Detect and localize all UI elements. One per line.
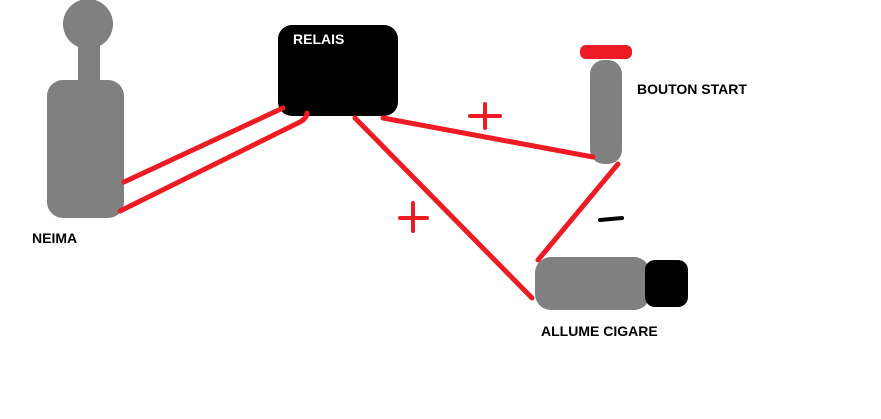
wire-bouton-allume-negative <box>535 161 621 263</box>
neima-body <box>47 80 124 218</box>
bouton-start-cap <box>580 45 632 59</box>
neima-component <box>47 0 124 218</box>
plus-mark-relais-bouton <box>468 102 502 130</box>
wire-relais-bouton-positive <box>380 115 596 160</box>
wires <box>117 105 621 301</box>
neima-label: NEIMA <box>32 230 78 246</box>
plus-mark-relais-allume <box>398 201 429 233</box>
wire-relais-allume-positive <box>352 115 535 301</box>
minus-mark-bouton-allume <box>598 216 624 222</box>
bouton-start-label: BOUTON START <box>637 81 747 97</box>
bouton-start-component <box>580 45 632 164</box>
allume-cigare-component <box>535 257 688 310</box>
wire-neima-relais-1 <box>121 105 286 185</box>
relais-box <box>278 25 398 116</box>
relais-label: RELAIS <box>293 31 345 47</box>
allume-cigare-body <box>535 257 650 310</box>
neima-neck <box>78 40 100 85</box>
polarity-marks <box>398 102 624 233</box>
wire-neima-relais-2 <box>117 110 310 214</box>
bouton-start-body <box>590 60 622 164</box>
allume-cigare-tip <box>645 260 688 307</box>
neima-head <box>63 0 113 49</box>
allume-cigare-label: ALLUME CIGARE <box>541 323 658 339</box>
